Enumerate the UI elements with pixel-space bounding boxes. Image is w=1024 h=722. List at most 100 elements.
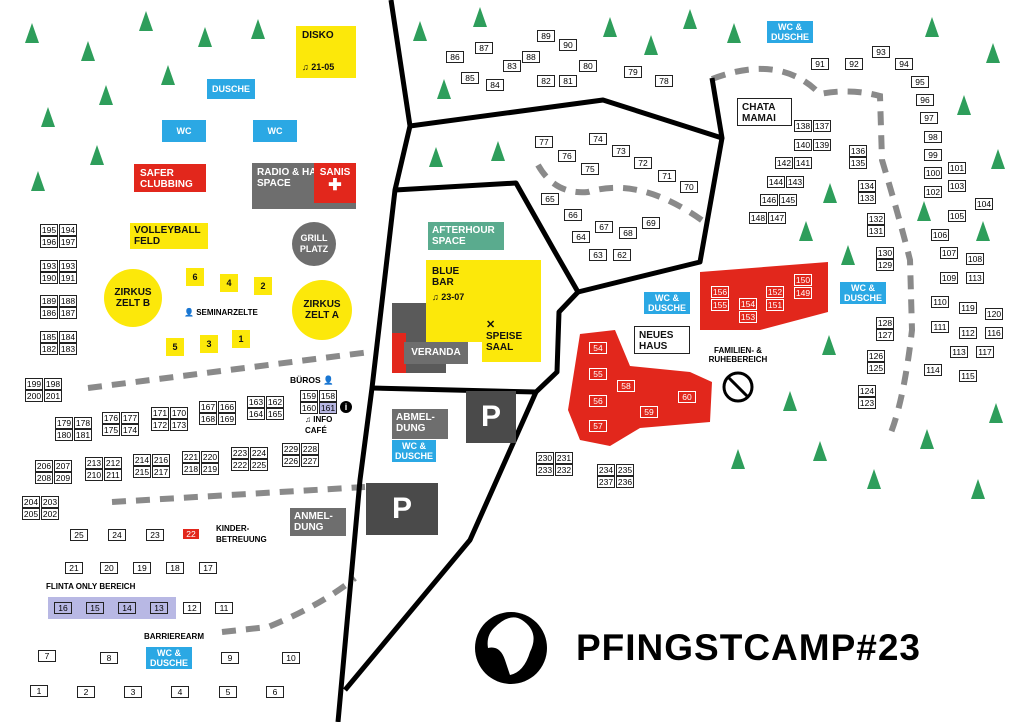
- plot-number: 64: [572, 231, 590, 243]
- plot-number: 100: [924, 167, 942, 179]
- road-east-link: [577, 137, 725, 295]
- veranda-red: [392, 333, 406, 373]
- tree-icon: [429, 147, 443, 167]
- speise-saal-label: SPEISE SAAL: [486, 331, 523, 353]
- plot-number: 58: [617, 380, 635, 392]
- plot-number: 11: [215, 602, 233, 614]
- plot-number: 182: [40, 343, 58, 355]
- plot-number: 213: [85, 457, 103, 469]
- plot-number: 109: [940, 272, 958, 284]
- tree-icon: [251, 19, 265, 39]
- tree-icon: [867, 469, 881, 489]
- plot-number: 113: [966, 272, 984, 284]
- plot-number: 15: [86, 602, 104, 614]
- plot-number: 62: [613, 249, 631, 261]
- plot-number: 179: [55, 417, 73, 429]
- plot-number: 214: [133, 454, 151, 466]
- wc-right: WC: [253, 120, 297, 142]
- plot-number: 178: [74, 417, 92, 429]
- parking-symbol-1: P: [480, 400, 501, 433]
- seminarzelte-text: SEMINARZELTE: [196, 308, 258, 317]
- plot-number: 226: [282, 455, 300, 467]
- plot-number: 85: [461, 72, 479, 84]
- anmeldung: ANMEL- DUNG: [290, 508, 346, 536]
- cutlery-icon: ✕: [486, 319, 496, 331]
- plot-number: 181: [74, 429, 92, 441]
- plot-number: 126: [867, 350, 885, 362]
- parking-lot-1: [466, 391, 516, 443]
- tree-icon: [957, 95, 971, 115]
- plot-number: 66: [564, 209, 582, 221]
- plot-number: 92: [845, 58, 863, 70]
- tree-icon: [81, 41, 95, 61]
- plot-number: 73: [612, 145, 630, 157]
- tree-icon: [413, 21, 427, 41]
- tree-icon: [139, 11, 153, 31]
- grill-platz: GRILL PLATZ: [292, 222, 336, 266]
- plot-number: 78: [655, 75, 673, 87]
- plot-number: 10: [282, 652, 300, 664]
- wc-dusche-mid: WC & DUSCHE: [392, 440, 436, 462]
- plot-number: 90: [559, 39, 577, 51]
- plot-number: 169: [218, 413, 236, 425]
- tree-icon: [683, 9, 697, 29]
- plot-number: 86: [446, 51, 464, 63]
- speise-saal: ✕ SPEISE SAAL: [482, 316, 541, 362]
- disko-label: DISKO: [302, 30, 334, 41]
- plot-number: 93: [872, 46, 890, 58]
- plot-number: 203: [41, 496, 59, 508]
- tree-icon: [991, 149, 1005, 169]
- plot-number: 137: [813, 120, 831, 132]
- plot-number: 184: [59, 331, 77, 343]
- tree-icon: [198, 27, 212, 47]
- plot-number: 139: [813, 139, 831, 151]
- plot-number: 132: [867, 213, 885, 225]
- plot-number: 152: [766, 286, 784, 298]
- tree-icon: [491, 141, 505, 161]
- plot-number: 185: [40, 331, 58, 343]
- plot-number: 158: [319, 390, 337, 402]
- plot-number: 4: [171, 686, 189, 698]
- plot-number: 113: [950, 346, 968, 358]
- footpath-southwest: [111, 484, 366, 505]
- plot-number: 164: [247, 408, 265, 420]
- plot-number: 202: [41, 508, 59, 520]
- tree-icon: [31, 171, 45, 191]
- plot-number: 211: [104, 469, 122, 481]
- tree-icon: [799, 221, 813, 241]
- plot-number: 237: [597, 476, 615, 488]
- plot-number: 186: [40, 307, 58, 319]
- plot-number: 177: [121, 412, 139, 424]
- plot-number: 219: [201, 463, 219, 475]
- flinta-area: [48, 597, 176, 619]
- seminarzelte-label: 👤 SEMINARZELTE: [184, 308, 258, 317]
- seminar-tent: 1: [232, 330, 250, 348]
- plot-number: 24: [108, 529, 126, 541]
- plot-number: 201: [44, 390, 62, 402]
- plot-number: 12: [183, 602, 201, 614]
- seminar-tent: 3: [200, 335, 218, 353]
- plot-number: 108: [966, 253, 984, 265]
- plot-number: 236: [616, 476, 634, 488]
- plot-number: 82: [537, 75, 555, 87]
- blue-bar-time-text: 23-07: [441, 292, 465, 302]
- plot-number: 75: [581, 163, 599, 175]
- plot-number: 14: [118, 602, 136, 614]
- plot-number: 102: [924, 186, 942, 198]
- plot-number: 174: [121, 424, 139, 436]
- plot-number: 5: [219, 686, 237, 698]
- footpath-east: [710, 65, 916, 437]
- plot-number: 193: [40, 260, 58, 272]
- plot-number: 166: [218, 401, 236, 413]
- blue-bar-label: BLUE BAR: [432, 266, 460, 288]
- plot-number: 235: [616, 464, 634, 476]
- plot-number: 148: [749, 212, 767, 224]
- plot-number: 95: [911, 76, 929, 88]
- tree-icon: [989, 403, 1003, 423]
- plot-number: 81: [559, 75, 577, 87]
- plot-number: 22: [182, 528, 200, 540]
- tree-icon: [976, 221, 990, 241]
- plot-number: 6: [266, 686, 284, 698]
- abmeldung: ABMEL- DUNG: [392, 409, 448, 439]
- zirkus-zelt-b: ZIRKUS ZELT B: [104, 269, 162, 327]
